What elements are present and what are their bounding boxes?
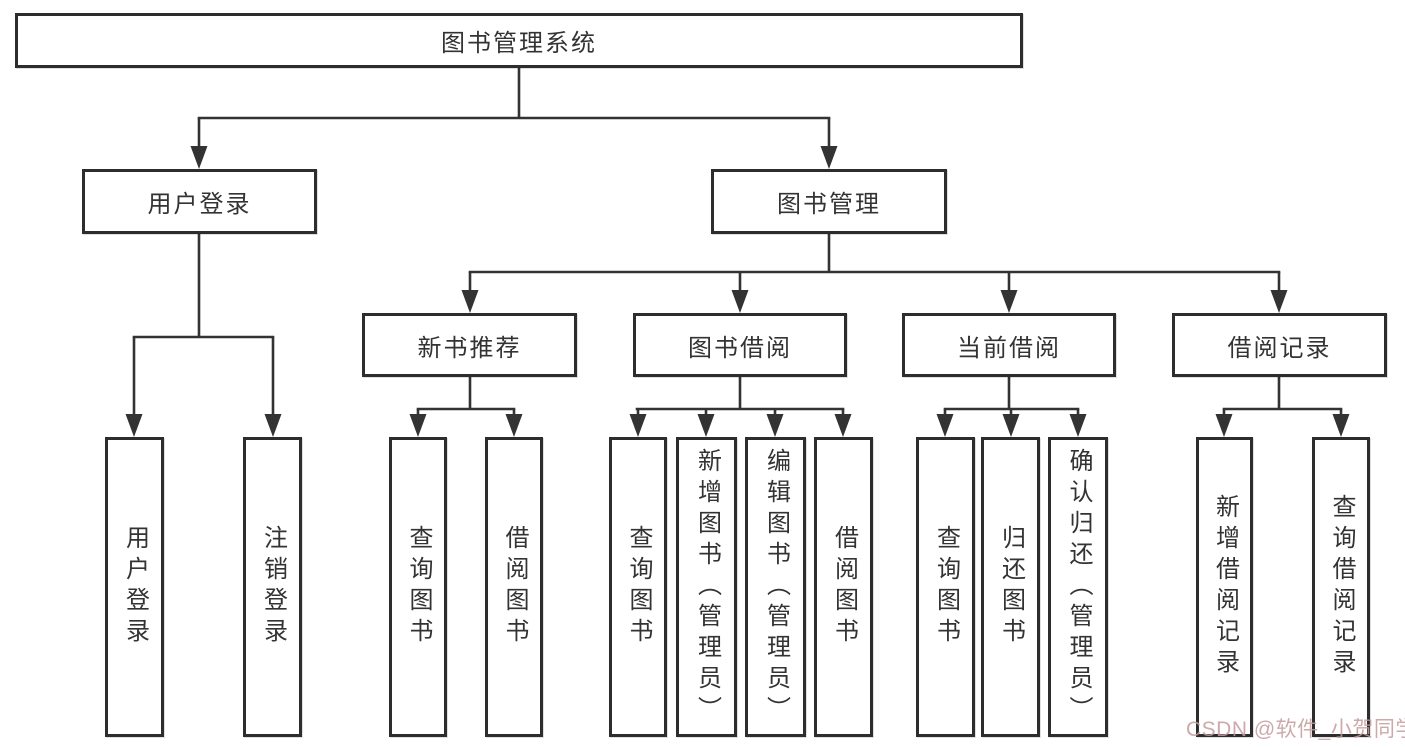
- leaf-query-books-borrow: 查询图书: [609, 437, 667, 737]
- arrowheads: [125, 118, 1350, 437]
- node-new-book-recommend-label: 新书推荐: [417, 334, 522, 362]
- leaf-user-login-label: 用户登录: [121, 525, 149, 649]
- node-user-login: 用户登录: [82, 169, 317, 234]
- leaf-logout-label: 注销登录: [259, 525, 287, 649]
- leaf-query-books-current-label: 查询图书: [932, 525, 960, 649]
- node-current-borrow: 当前借阅: [902, 313, 1116, 377]
- leaf-user-login: 用户登录: [105, 437, 164, 737]
- leaf-query-borrow-record-label: 查询借阅记录: [1328, 494, 1355, 680]
- node-book-borrow: 图书借阅: [633, 313, 847, 377]
- watermark: CSDN @软件_小贺同学: [1186, 718, 1405, 741]
- leaf-confirm-return-admin-label: 确认归还（管理员）: [1065, 447, 1092, 727]
- leaf-query-books-borrow-label: 查询图书: [625, 525, 652, 649]
- leaf-return-books: 归还图书: [981, 437, 1040, 737]
- node-book-management: 图书管理: [711, 169, 947, 234]
- leaf-confirm-return-admin: 确认归还（管理员）: [1048, 437, 1108, 737]
- node-borrow-records-label: 借阅记录: [1227, 334, 1332, 362]
- leaf-edit-books-admin-label: 编辑图书（管理员）: [762, 447, 790, 727]
- leaf-borrow-books-recommend: 借阅图书: [485, 437, 543, 737]
- leaf-add-books-admin-label: 新增图书（管理员）: [693, 447, 721, 727]
- leaf-return-books-label: 归还图书: [997, 525, 1025, 649]
- leaf-query-borrow-record: 查询借阅记录: [1312, 437, 1370, 737]
- node-new-book-recommend: 新书推荐: [362, 313, 577, 377]
- leaf-borrow-books-recommend-label: 借阅图书: [501, 525, 528, 649]
- node-borrow-records: 借阅记录: [1172, 313, 1387, 377]
- leaf-add-borrow-record-label: 新增借阅记录: [1211, 494, 1239, 680]
- leaf-query-books-recommend-label: 查询图书: [405, 525, 432, 649]
- node-user-login-label: 用户登录: [147, 191, 252, 218]
- leaf-add-borrow-record: 新增借阅记录: [1196, 437, 1253, 737]
- node-root-label: 图书管理系统: [441, 30, 597, 57]
- leaf-query-books-current: 查询图书: [916, 437, 975, 737]
- leaf-query-books-recommend: 查询图书: [389, 437, 447, 737]
- node-book-borrow-label: 图书借阅: [688, 334, 792, 362]
- leaf-add-books-admin: 新增图书（管理员）: [676, 437, 737, 737]
- leaf-borrow-books-label: 借阅图书: [830, 525, 858, 649]
- leaf-borrow-books: 借阅图书: [814, 437, 873, 737]
- node-current-borrow-label: 当前借阅: [957, 334, 1061, 362]
- leaf-logout: 注销登录: [243, 437, 302, 737]
- node-book-management-label: 图书管理: [777, 191, 881, 218]
- leaf-edit-books-admin: 编辑图书（管理员）: [745, 437, 806, 737]
- node-root: 图书管理系统: [15, 13, 1023, 68]
